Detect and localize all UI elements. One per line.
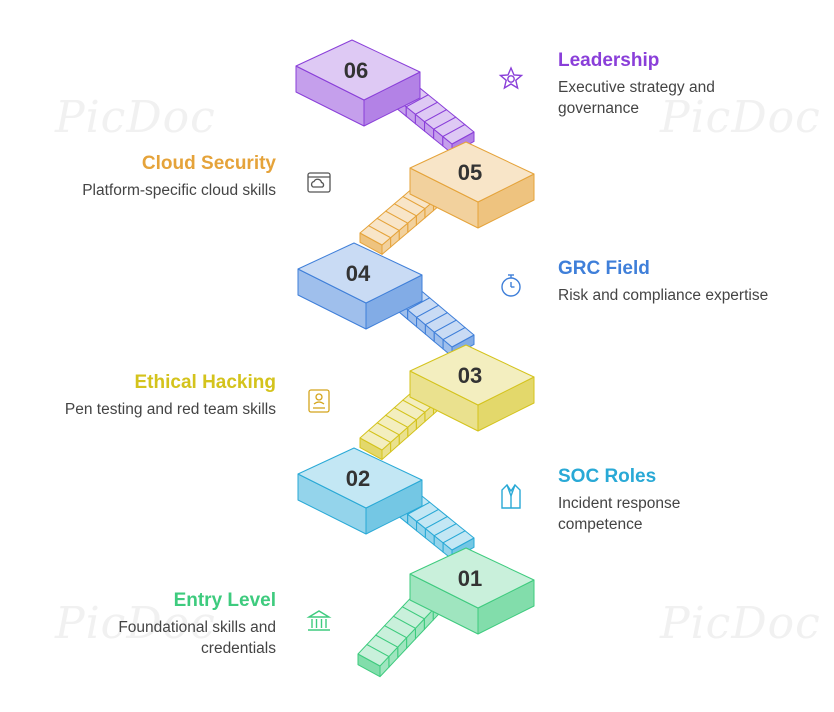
step-title: Entry Level: [173, 590, 276, 611]
step-description: Risk and compliance expertise: [558, 287, 769, 304]
step-title: Cloud Security: [141, 153, 276, 174]
watermark: PicDoc: [55, 598, 216, 649]
platform-04-top: [297, 242, 423, 304]
step-title: Ethical Hacking: [134, 372, 277, 393]
stair-05-top: [359, 225, 392, 246]
platform-05-top: [409, 141, 535, 203]
stair-04-top: [442, 327, 475, 348]
step-title: Leadership: [558, 50, 660, 71]
stair-03-top: [359, 429, 392, 451]
platform-03-top: [409, 344, 535, 406]
step-number: 06: [344, 58, 368, 83]
bank-icon: [306, 608, 332, 634]
step-title: GRC Field: [558, 258, 650, 279]
step-number: 03: [458, 363, 482, 388]
suit-icon: [498, 482, 524, 509]
watermark: PicDoc: [660, 598, 821, 649]
watermark: PicDoc: [55, 92, 216, 143]
step-number: 01: [458, 566, 482, 591]
cloud-screen-icon: [306, 170, 332, 196]
stair-06-top: [442, 124, 475, 145]
step-number: 05: [458, 160, 482, 185]
stair-01-top: [357, 644, 390, 667]
step-number: 04: [346, 261, 371, 286]
watermark: PicDoc: [660, 92, 821, 143]
stopwatch-icon: [498, 272, 524, 298]
platform-02-top: [297, 447, 423, 509]
star-badge-icon: [498, 66, 524, 92]
platform-06-top: [295, 39, 421, 101]
step-description: Pen testing and red team skills: [64, 401, 276, 418]
step-number: 02: [346, 466, 370, 491]
step-description: Platform-specific cloud skills: [82, 182, 276, 199]
stair-02-top: [442, 530, 475, 551]
platform-01-top: [409, 547, 535, 609]
step-title: SOC Roles: [558, 466, 657, 487]
id-card-icon: [306, 388, 332, 414]
